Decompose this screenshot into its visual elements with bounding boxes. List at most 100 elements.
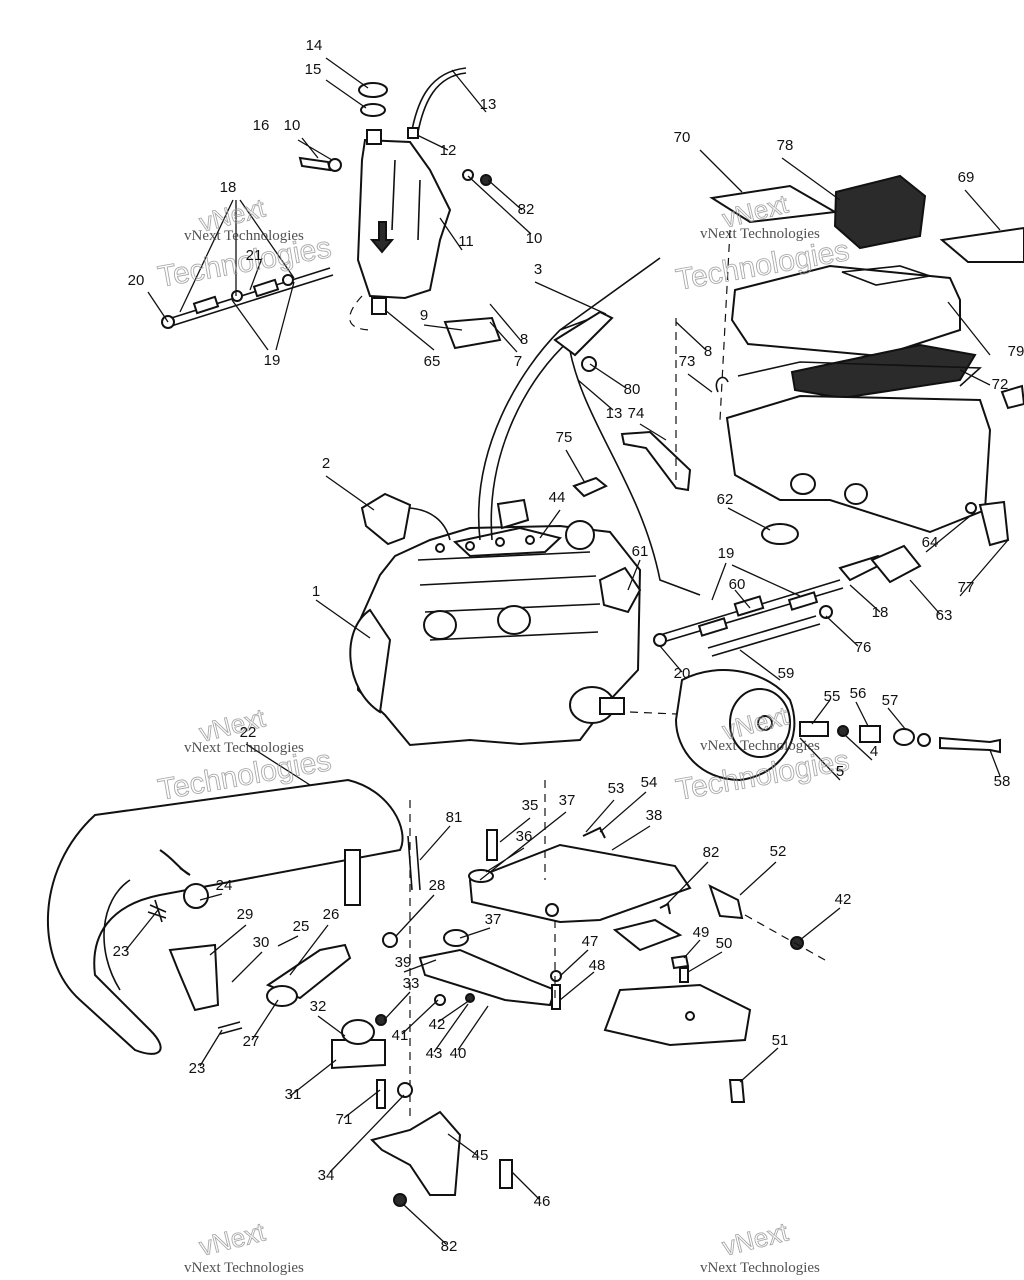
muffler-mount: [159, 849, 191, 876]
part-callout-27: 27: [243, 1033, 260, 1050]
bracket-45: [370, 1110, 462, 1196]
part-callout-40: 40: [450, 1045, 467, 1062]
part-callout-20: 20: [128, 272, 145, 289]
part-callout-8: 8: [520, 331, 528, 348]
part-callout-53: 53: [608, 780, 625, 797]
part-callout-29: 29: [237, 906, 254, 923]
part-callout-42: 42: [429, 1016, 446, 1033]
air-box-base: [725, 394, 992, 534]
leader-lines: [125, 57, 1009, 1245]
nut-82-lower: [393, 1193, 407, 1207]
bracket-29: [168, 943, 220, 1012]
engine-mounts: [370, 780, 826, 1207]
part-callout-3: 3: [534, 261, 542, 278]
part-callout-4: 4: [870, 743, 878, 760]
part-callout-82: 82: [703, 844, 720, 861]
part-callout-12: 12: [440, 142, 457, 159]
washer-56: [893, 728, 915, 746]
drain-fitting: [371, 297, 387, 315]
part-callout-54: 54: [641, 774, 658, 791]
part-callout-77: 77: [958, 579, 975, 596]
muffler: [47, 778, 404, 1055]
bolt-46: [499, 1159, 513, 1189]
part-callout-65: 65: [424, 353, 441, 370]
part-callout-50: 50: [716, 935, 733, 952]
engine-assembly: [349, 257, 701, 747]
foam-block: [833, 174, 927, 250]
part-callout-19: 19: [718, 545, 735, 562]
filter-element: [790, 343, 977, 400]
manifold-flange: [266, 985, 298, 1007]
part-callout-41: 41: [392, 1027, 409, 1044]
part-callout-11: 11: [458, 233, 474, 250]
part-callout-2: 2: [322, 455, 330, 472]
part-callout-13: 13: [606, 405, 623, 422]
part-callout-19: 19: [264, 352, 281, 369]
watermark-company: vNext Technologies: [700, 1260, 820, 1276]
part-callout-35: 35: [522, 797, 539, 814]
part-callout-59: 59: [778, 665, 795, 682]
part-callout-57: 57: [882, 692, 899, 709]
oil-tank: [356, 138, 452, 300]
part-callout-72: 72: [992, 376, 1009, 393]
part-callout-25: 25: [293, 918, 310, 935]
part-callout-58: 58: [994, 773, 1011, 790]
watermark-company: vNext Technologies: [184, 1260, 304, 1276]
rubber-mount: [443, 929, 469, 947]
part-callout-80: 80: [624, 381, 641, 398]
part-callout-31: 31: [285, 1086, 302, 1103]
mount-plate-38: [468, 843, 692, 924]
exhaust-seal: [341, 1019, 375, 1045]
part-callout-37: 37: [559, 792, 576, 809]
part-callout-38: 38: [646, 807, 663, 824]
part-callout-18: 18: [220, 179, 237, 196]
exhaust-assembly: [47, 778, 421, 1120]
part-callout-79: 79: [1008, 343, 1024, 360]
part-callout-30: 30: [253, 934, 270, 951]
part-callout-49: 49: [693, 924, 710, 941]
part-callout-9: 9: [420, 307, 428, 324]
bushing: [859, 725, 881, 743]
cap-gasket: [360, 103, 386, 117]
part-callout-32: 32: [310, 998, 327, 1015]
watermark-company: vNext Technologies: [700, 738, 820, 754]
part-callout-62: 62: [717, 491, 734, 508]
washer-53: [582, 826, 606, 839]
part-callout-10: 10: [284, 117, 301, 134]
grommet-24: [183, 883, 209, 909]
part-callout-37: 37: [485, 911, 502, 928]
part-callout-7: 7: [514, 353, 522, 370]
part-callout-33: 33: [403, 975, 420, 992]
part-callout-44: 44: [549, 489, 566, 506]
part-callout-28: 28: [429, 877, 446, 894]
water-neck: [565, 520, 595, 550]
part-callout-20: 20: [674, 665, 691, 682]
nut-82: [659, 902, 671, 915]
hose-fitting: [407, 127, 419, 139]
part-callout-48: 48: [589, 957, 606, 974]
fuel-lines: [478, 257, 661, 541]
tank-arrow-icon: [369, 221, 395, 254]
grommet-80: [581, 356, 597, 372]
part-callout-56: 56: [850, 685, 867, 702]
temp-sensor: [496, 498, 530, 530]
part-callout-5: 5: [836, 763, 844, 780]
part-callout-55: 55: [824, 688, 841, 705]
o-ring: [382, 932, 398, 948]
part-callout-46: 46: [534, 1193, 551, 1210]
part-callout-45: 45: [472, 1147, 489, 1164]
part-callout-24: 24: [216, 877, 233, 894]
watermark-company: vNext Technologies: [184, 228, 304, 244]
callout-layer: 1234578891010111213131415161818191920202…: [113, 37, 1024, 1255]
part-callout-23: 23: [113, 943, 130, 960]
recoil-starter: [349, 608, 392, 714]
tank-bracket: [443, 316, 502, 350]
air-box-assembly: [620, 174, 1024, 547]
part-callout-47: 47: [582, 933, 599, 950]
part-callout-78: 78: [777, 137, 794, 154]
primer-63: [870, 544, 922, 584]
oil-tank-assembly: [161, 67, 502, 350]
part-callout-8: 8: [704, 343, 712, 360]
part-callout-10: 10: [526, 230, 543, 247]
